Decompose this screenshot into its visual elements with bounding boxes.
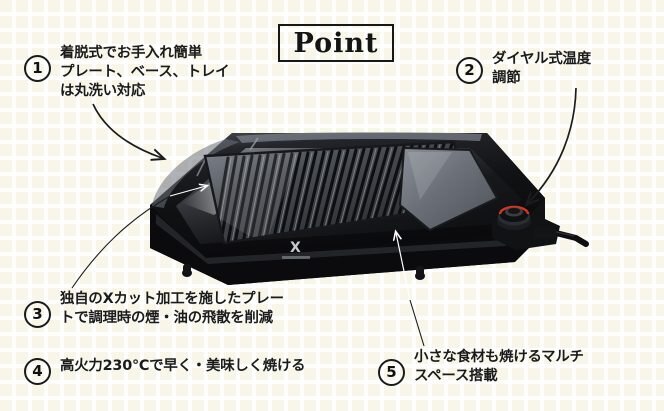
power-cord xyxy=(534,226,589,247)
callout-number-2: 2 xyxy=(456,57,483,84)
callout-5: 5 小さな食材も焼けるマルチ スペース搭載 xyxy=(378,348,584,386)
callout-number-5: 5 xyxy=(378,359,405,386)
callout-3: 3 独自のXカット加工を施したプレー トで調理時の煙・油の飛散を削減 xyxy=(24,290,284,328)
dial-indicator-ring xyxy=(498,205,530,215)
multi-space-area xyxy=(398,146,499,232)
callout-4: 4 高火力230℃で早く・美味しく焼ける xyxy=(24,357,306,385)
brand-logo: X xyxy=(282,240,310,259)
callout-text-2: ダイヤル式温度 調節 xyxy=(492,51,591,87)
svg-text:X: X xyxy=(290,240,301,256)
callout-2: 2 ダイヤル式温度 調節 xyxy=(456,50,591,88)
callout-number-1: 1 xyxy=(24,55,51,82)
temperature-dial[interactable] xyxy=(492,205,560,250)
callout-text-3: 独自のXカット加工を施したプレー トで調理時の煙・油の飛散を削減 xyxy=(60,291,284,327)
callout-number-4: 4 xyxy=(24,358,51,385)
page-title: Point xyxy=(278,24,394,62)
callout-number-3: 3 xyxy=(24,301,51,328)
callout-text-1: 着脱式でお手入れ簡単 プレート、ベース、トレイ は丸洗い対応 xyxy=(60,45,230,100)
callout-1: 1 着脱式でお手入れ簡単 プレート、ベース、トレイ は丸洗い対応 xyxy=(24,44,229,101)
callout-text-4: 高火力230℃で早く・美味しく焼ける xyxy=(60,358,306,374)
callout-text-5: 小さな食材も焼けるマルチ スペース搭載 xyxy=(414,349,584,385)
grill-front-housing: X xyxy=(150,205,515,285)
